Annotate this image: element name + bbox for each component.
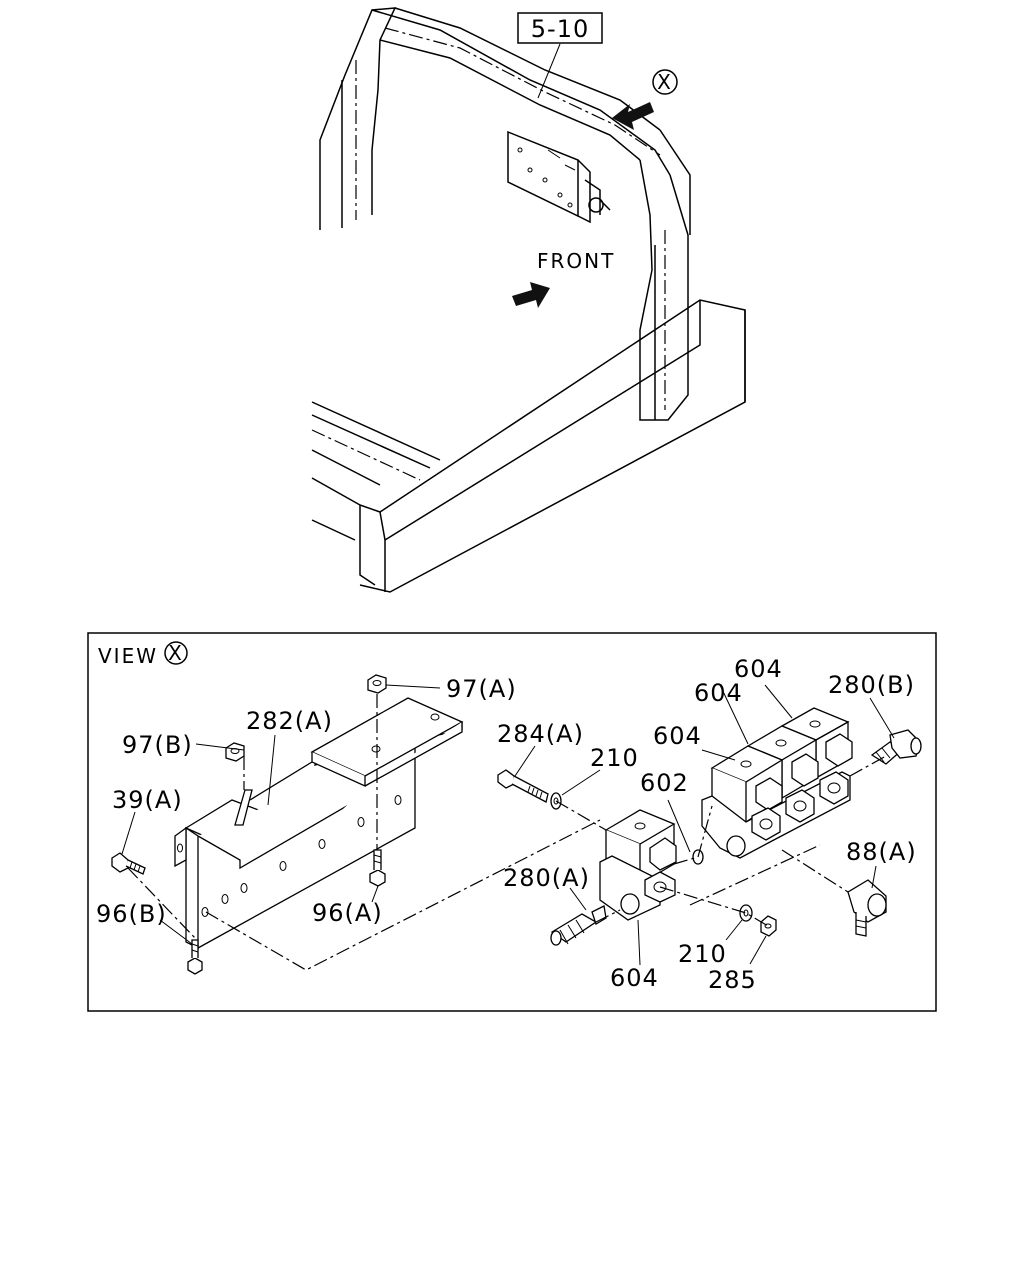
front-label: FRONT [537, 249, 615, 273]
front-arrow-icon [512, 282, 550, 308]
callout-285: 285 [708, 966, 757, 994]
view-x-marker-label: X [657, 70, 673, 94]
callout-604-front: 604 [653, 722, 702, 750]
detail-view-title-prefix: VIEW [98, 644, 158, 668]
callout-604-back: 604 [734, 655, 783, 683]
callout-604-single: 604 [610, 964, 659, 992]
detail-view-title: VIEW X [98, 641, 188, 668]
bolt-96b [187, 939, 203, 975]
callout-97a: 97(A) [446, 675, 517, 703]
nut-97b [225, 742, 245, 762]
callout-604-middle: 604 [694, 679, 743, 707]
callout-96a: 96(A) [312, 899, 383, 927]
bracket-282a [174, 697, 464, 950]
callout-284a: 284(A) [497, 720, 584, 748]
view-x-marker: X [652, 69, 678, 95]
callout-labels: 97(A) 282(A) 97(B) 39(A) 96(B) 96(A) 284… [96, 655, 917, 994]
callout-282a: 282(A) [246, 707, 333, 735]
detail-view-title-marker: X [168, 641, 184, 665]
solenoid-valve-604-single [599, 809, 677, 921]
assembly-lines [127, 694, 887, 971]
cab-frame-illustration [311, 7, 746, 593]
callout-97b: 97(B) [122, 731, 193, 759]
callout-280a: 280(A) [503, 864, 590, 892]
callout-210-lower: 210 [678, 940, 727, 968]
detail-view-frame [87, 632, 937, 1012]
washer-210-right [739, 904, 753, 922]
bolt-284a [497, 769, 549, 803]
solenoid-valve-604-stack [701, 707, 853, 859]
view-direction-arrow-icon [612, 102, 654, 130]
nut-285 [760, 915, 777, 937]
elbow-88a [847, 879, 887, 937]
leader-lines [121, 684, 895, 966]
reference-box: 5-10 [517, 12, 603, 44]
bolt-96a [369, 849, 386, 887]
callout-88a: 88(A) [846, 838, 917, 866]
nut-97a [367, 674, 387, 694]
callout-96b: 96(B) [96, 900, 167, 928]
fitting-280a [550, 905, 607, 946]
callout-39a: 39(A) [112, 786, 183, 814]
callout-210-upper: 210 [590, 744, 639, 772]
callout-602: 602 [640, 769, 689, 797]
bolt-39a [111, 852, 146, 875]
reference-box-label: 5-10 [531, 15, 589, 43]
fitting-280b [870, 729, 922, 765]
callout-280b: 280(B) [828, 671, 915, 699]
